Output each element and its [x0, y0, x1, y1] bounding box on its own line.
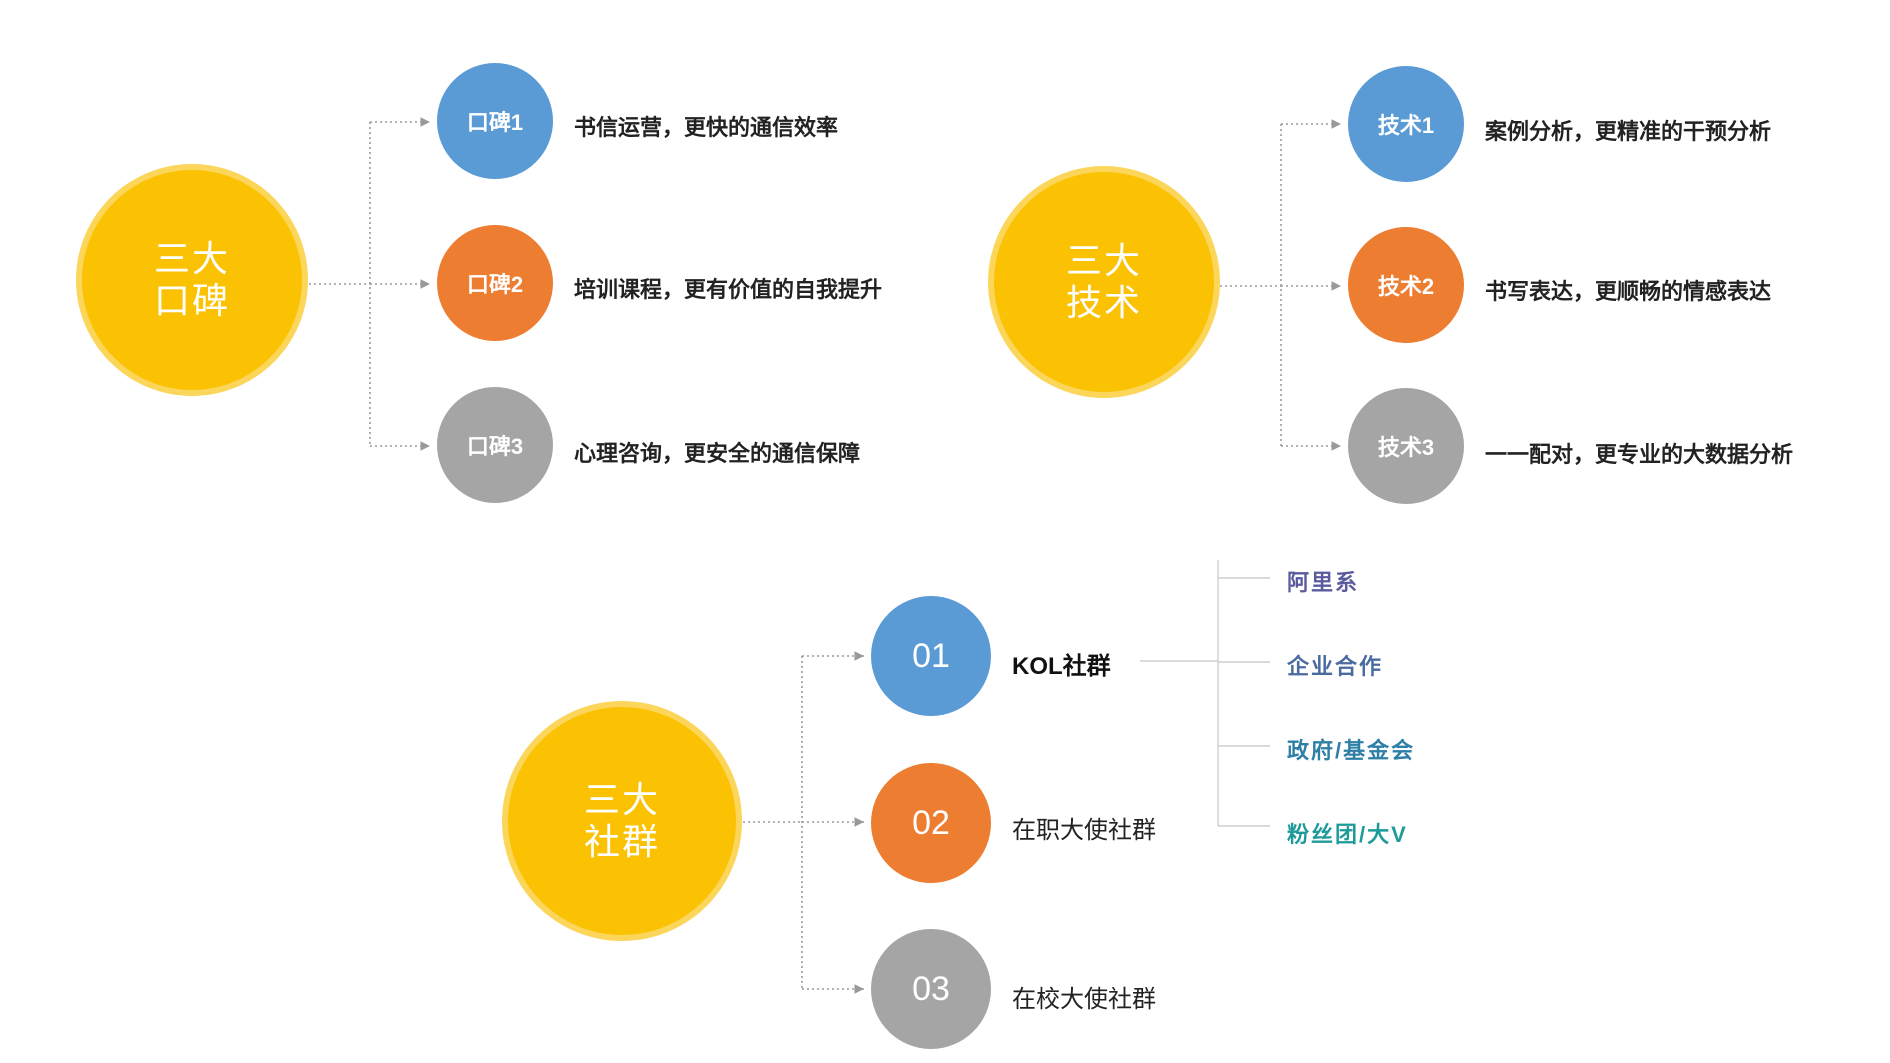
center-label-line1: 三大 — [1065, 240, 1142, 281]
center-label-line2: 社群 — [583, 821, 660, 862]
center-label-line1: 三大 — [153, 238, 230, 279]
desc-community-student: 在校大使社群 — [1012, 986, 1156, 1013]
center-circle-community: 三大 社群 — [508, 707, 736, 935]
node-community-02: 02 — [871, 763, 991, 883]
desc-reputation-2: 培训课程，更有价值的自我提升 — [574, 277, 883, 302]
kol-branch-government: 政府/基金会 — [1287, 738, 1416, 763]
node-technology-1: 技术1 — [1348, 66, 1464, 182]
kol-branch-enterprise: 企业合作 — [1287, 654, 1384, 679]
center-label-line2: 口碑 — [153, 280, 230, 321]
center-label-line1: 三大 — [583, 779, 660, 820]
node-community-03: 03 — [871, 929, 991, 1049]
center-label-line2: 技术 — [1065, 282, 1142, 323]
kol-branch-alibaba: 阿里系 — [1287, 570, 1360, 595]
desc-technology-2: 书写表达，更顺畅的情感表达 — [1485, 279, 1772, 304]
node-community-01: 01 — [871, 596, 991, 716]
node-reputation-2: 口碑2 — [437, 225, 553, 341]
node-reputation-3: 口碑3 — [437, 387, 553, 503]
node-technology-3: 技术3 — [1348, 388, 1464, 504]
desc-reputation-1: 书信运营，更快的通信效率 — [574, 115, 839, 140]
desc-technology-1: 案例分析，更精准的干预分析 — [1485, 119, 1772, 144]
desc-community-kol: KOL社群 — [1012, 653, 1111, 680]
kol-branch-fans: 粉丝团/大V — [1287, 822, 1408, 847]
node-reputation-1: 口碑1 — [437, 63, 553, 179]
center-circle-technology: 三大 技术 — [994, 172, 1214, 392]
desc-reputation-3: 心理咨询，更安全的通信保障 — [574, 441, 861, 466]
desc-technology-3: 一一配对，更专业的大数据分析 — [1485, 442, 1794, 467]
center-circle-reputation: 三大 口碑 — [82, 170, 302, 390]
node-technology-2: 技术2 — [1348, 227, 1464, 343]
desc-community-employee: 在职大使社群 — [1012, 817, 1156, 844]
